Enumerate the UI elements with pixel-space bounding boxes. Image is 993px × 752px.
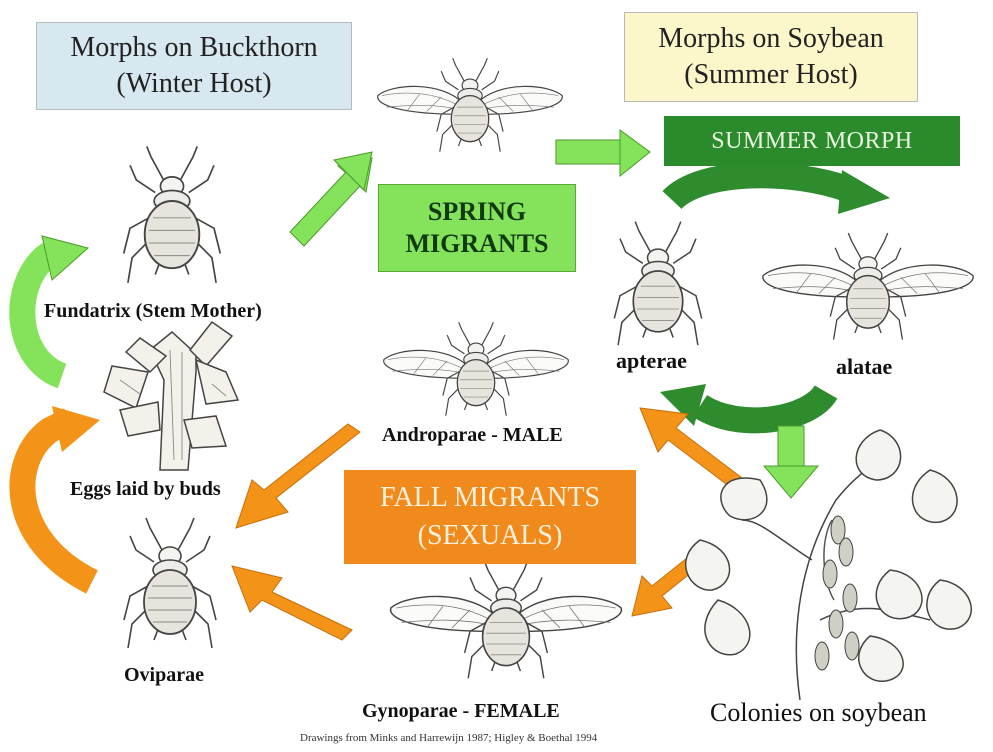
winter-host-title-line1: Morphs on Buckthorn bbox=[70, 30, 317, 66]
alatae-winged-aphid-icon bbox=[763, 233, 973, 340]
spring-migrants-line1: SPRING bbox=[428, 196, 526, 228]
summer-morph-box: SUMMER MORPH bbox=[664, 116, 960, 166]
arrow-summer-cycle-bottom bbox=[660, 384, 826, 426]
drawing-credit: Drawings from Minks and Harrewijn 1987; … bbox=[300, 732, 597, 744]
apterae-wingless-aphid-icon bbox=[614, 222, 701, 346]
spring-migrant-winged-aphid-icon bbox=[378, 58, 563, 152]
arrow-gynoparae-to-oviparae bbox=[232, 566, 352, 640]
summer-host-title-line1: Morphs on Soybean bbox=[658, 21, 884, 57]
colonies-label: Colonies on soybean bbox=[710, 698, 927, 728]
oviparae-wingless-aphid-icon bbox=[124, 518, 216, 648]
summer-host-title-box: Morphs on Soybean (Summer Host) bbox=[624, 12, 918, 102]
arrow-to-summer-host bbox=[556, 130, 650, 176]
alatae-label: alatae bbox=[836, 354, 892, 380]
gynoparae-winged-aphid-icon bbox=[391, 561, 622, 678]
winter-host-title-line2: (Winter Host) bbox=[116, 66, 271, 102]
spring-migrants-box: SPRING MIGRANTS bbox=[378, 184, 576, 272]
androparae-winged-aphid-icon bbox=[384, 322, 569, 416]
gynoparae-label: Gynoparae - FEMALE bbox=[362, 700, 560, 723]
buckthorn-bud-icon bbox=[104, 322, 238, 470]
spring-migrants-line2: MIGRANTS bbox=[405, 228, 548, 260]
fundatrix-label: Fundatrix (Stem Mother) bbox=[44, 300, 262, 323]
winter-host-title-box: Morphs on Buckthorn (Winter Host) bbox=[36, 22, 352, 110]
fundatrix-wingless-aphid-icon bbox=[124, 146, 221, 282]
fall-migrants-box: FALL MIGRANTS (SEXUALS) bbox=[344, 470, 636, 564]
arrow-to-colonies bbox=[764, 426, 818, 498]
summer-morph-label: SUMMER MORPH bbox=[711, 128, 912, 155]
fall-migrants-line2: (SEXUALS) bbox=[418, 517, 563, 555]
summer-host-title-line2: (Summer Host) bbox=[684, 57, 857, 93]
eggs-label: Eggs laid by buds bbox=[70, 478, 221, 501]
androparae-label: Androparae - MALE bbox=[382, 424, 563, 447]
apterae-label: apterae bbox=[616, 348, 687, 374]
oviparae-label: Oviparae bbox=[124, 664, 204, 687]
arrow-summer-cycle-top bbox=[672, 170, 890, 214]
fall-migrants-line1: FALL MIGRANTS bbox=[380, 479, 600, 517]
arrow-androparae-to-oviparae bbox=[236, 424, 360, 528]
